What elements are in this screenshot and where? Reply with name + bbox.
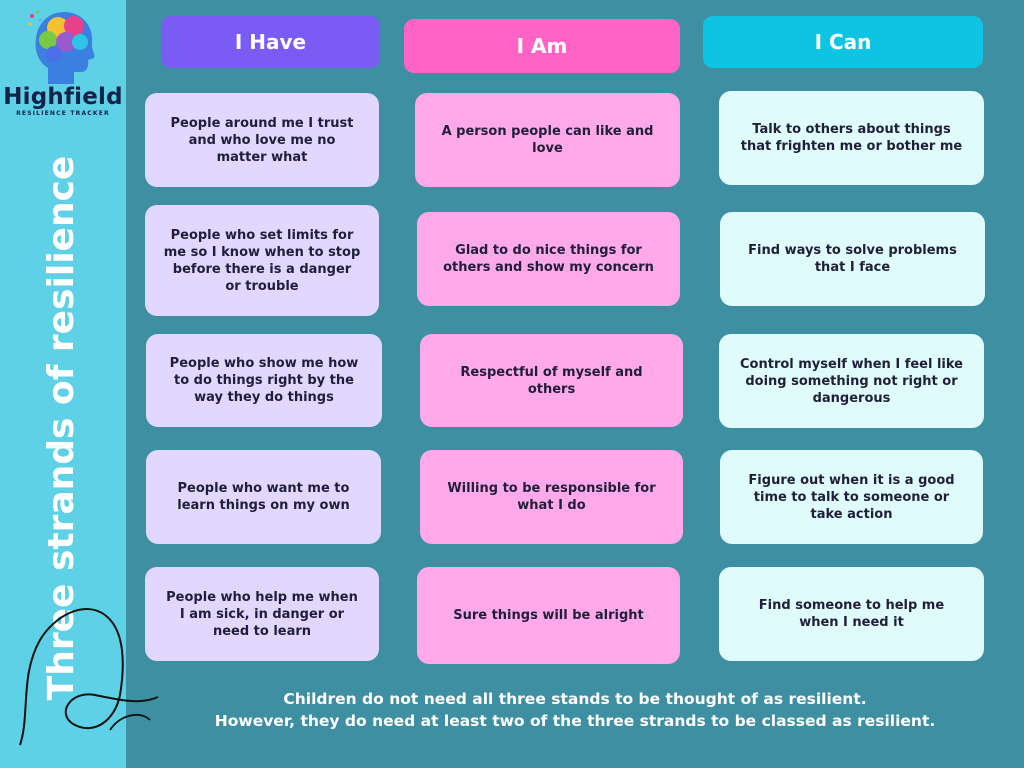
have-card-5: People who help me when I am sick, in da… [145, 567, 379, 661]
have-card-2: People who set limits for me so I know w… [145, 205, 379, 316]
am-card-4: Willing to be responsible for what I do [420, 450, 683, 544]
scribble-loop-icon [19, 608, 159, 746]
have-card-3: People who show me how to do things righ… [146, 334, 382, 427]
can-card-1: Talk to others about things that frighte… [719, 91, 984, 185]
can-card-4: Figure out when it is a good time to tal… [720, 450, 983, 544]
header-i-am: I Am [404, 19, 680, 73]
have-card-4: People who want me to learn things on my… [146, 450, 381, 544]
sidebar: Highfield RESILIENCE TRACKER Three stran… [0, 0, 126, 768]
head-profile-icon [28, 10, 95, 84]
header-i-have: I Have [161, 16, 380, 68]
am-card-1: A person people can like and love [415, 93, 680, 187]
header-i-can: I Can [703, 16, 983, 68]
footer-note-line-2: However, they do need at least two of th… [214, 712, 936, 730]
footer-note-line-1: Children do not need all three stands to… [283, 690, 867, 708]
am-card-2: Glad to do nice things for others and sh… [417, 212, 680, 306]
brand-tagline: RESILIENCE TRACKER [16, 110, 110, 117]
can-card-5: Find someone to help me when I need it [719, 567, 984, 661]
can-card-3: Control myself when I feel like doing so… [719, 334, 984, 428]
can-card-2: Find ways to solve problems that I face [720, 212, 985, 306]
brand-name: Highfield [3, 84, 123, 110]
am-card-5: Sure things will be alright [417, 567, 680, 664]
have-card-1: People around me I trust and who love me… [145, 93, 379, 187]
am-card-3: Respectful of myself and others [420, 334, 683, 427]
